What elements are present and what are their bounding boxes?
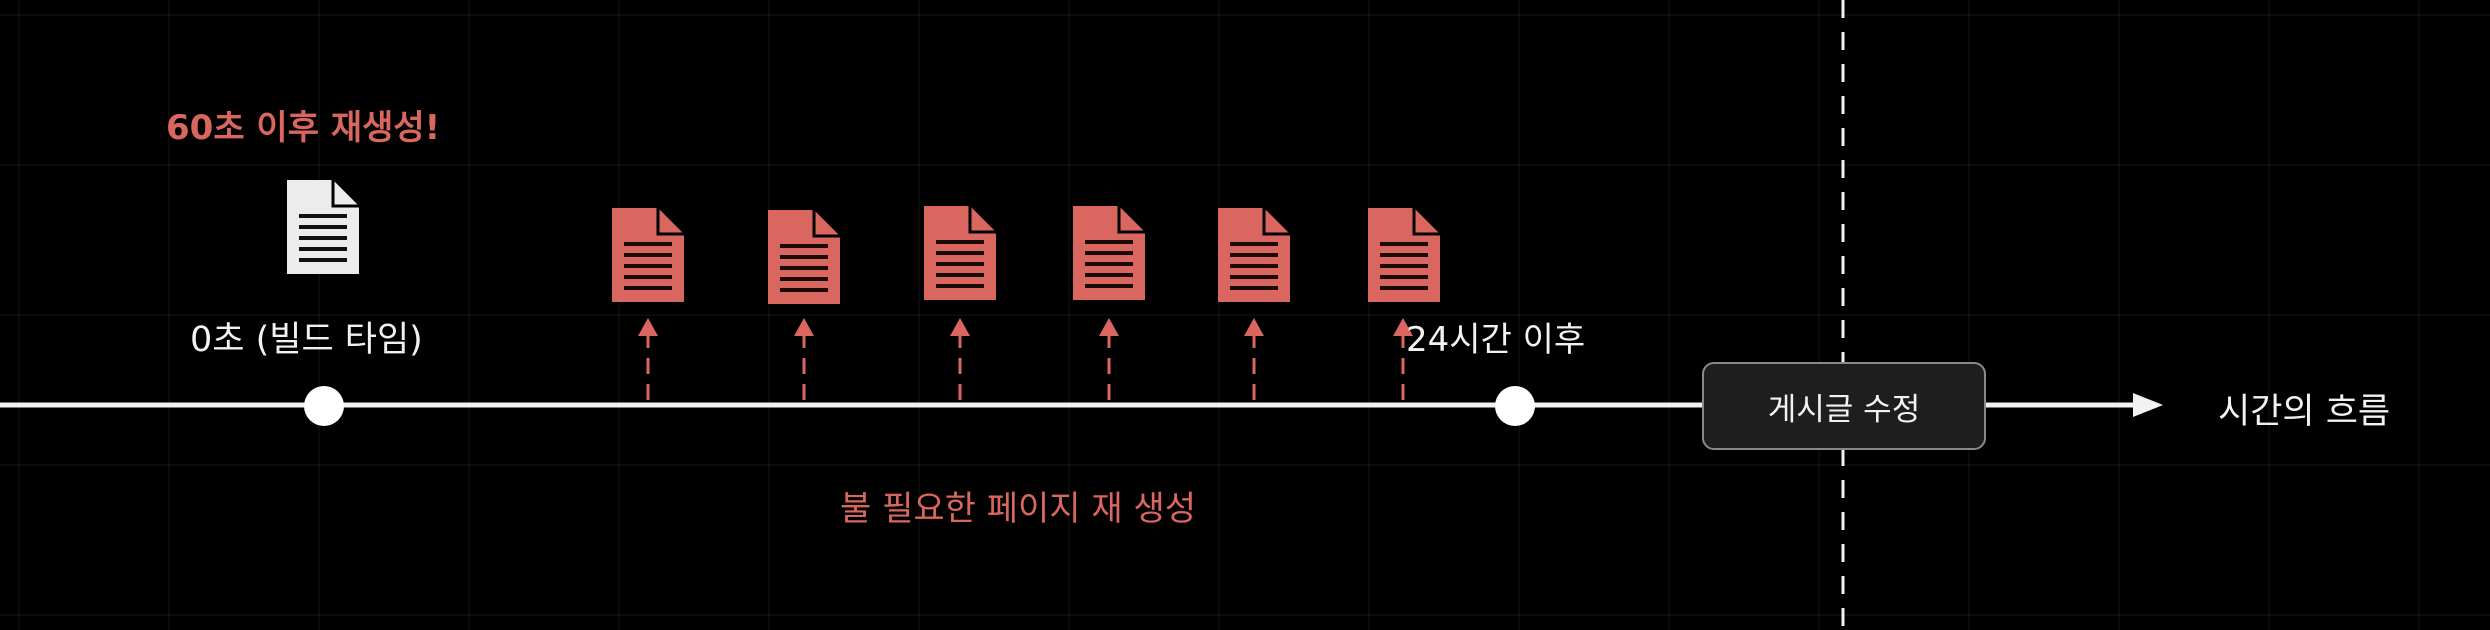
edit-post-label: 게시글 수정 [1767,391,1921,428]
regen-60s-label: 60초 이후 재생성! [166,108,441,148]
arrow-up-icon [794,318,814,410]
regen-document-icon [1366,206,1442,304]
after-24h-label: 24시간 이후 [1406,320,1586,360]
arrow-up-icon [638,318,658,410]
regen-document-icon [610,206,686,304]
document-icon [287,180,359,274]
arrow-up-icon [1244,318,1264,410]
time-flow-label: 시간의 흐름 [2218,392,2391,432]
arrow-up-icon [1393,318,1413,410]
regen-document-icon [922,204,998,302]
arrow-right-icon [2133,393,2163,417]
regen-document-icon [1216,206,1292,304]
regen-document-icon [766,208,842,306]
build-time-label: 0초 (빌드 타임) [190,320,423,360]
arrow-up-icon [1099,318,1119,410]
milestone-24h-dot [1495,386,1535,426]
regen-document-icon [1071,204,1147,302]
unnecessary-regen-label: 불 필요한 페이지 재 생성 [840,489,1197,529]
milestone-build-dot [304,386,344,426]
arrow-up-icon [950,318,970,410]
edit-post-box: 게시글 수정 [1702,362,1986,450]
